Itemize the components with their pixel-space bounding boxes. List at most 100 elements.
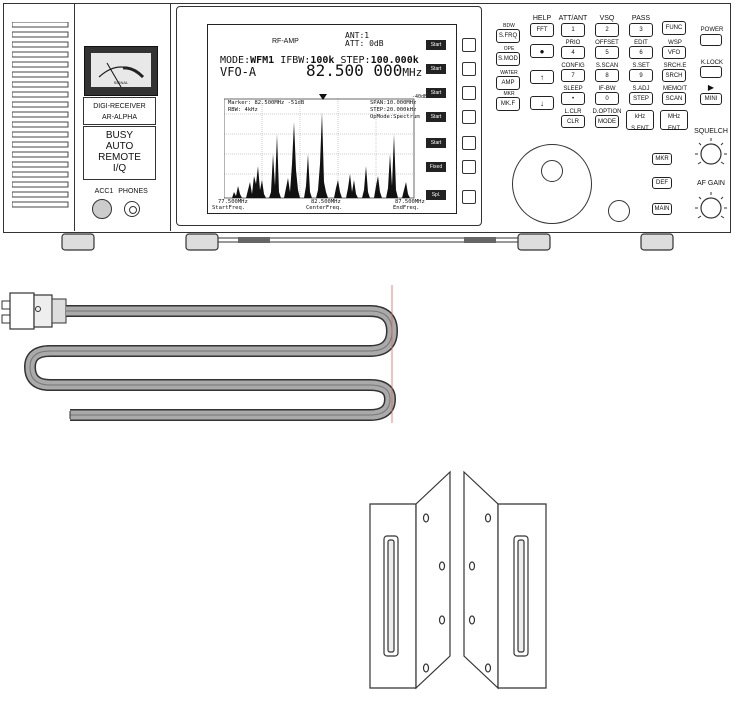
brand-box: DIGI-RECEIVER AR-ALPHA <box>83 97 156 125</box>
rbw-text: RBW: 4kHz <box>228 107 258 113</box>
softkey-label-5: Start <box>426 138 446 148</box>
marker-triangle <box>319 94 327 100</box>
mkr-button[interactable]: MKR <box>652 153 672 165</box>
spectrum-trace <box>224 112 414 198</box>
key-2[interactable]: 2 <box>595 23 619 37</box>
display-screen <box>207 24 457 214</box>
phones-jack[interactable] <box>124 201 140 217</box>
center-freq-label: CenterFreq. <box>306 205 343 211</box>
softkey-button-5[interactable] <box>462 136 476 150</box>
spectrum-plot <box>224 98 415 199</box>
key-vfo[interactable]: VFO <box>662 46 686 59</box>
softkey-button-3[interactable] <box>462 86 476 100</box>
key-mk-f[interactable]: MK.F <box>496 97 520 111</box>
key-d4-top: IF-BW <box>598 86 616 92</box>
softkey-button-6[interactable] <box>462 160 476 174</box>
key-record[interactable]: ● <box>530 44 554 58</box>
key-scan[interactable]: SCAN <box>662 92 686 105</box>
key-srch[interactable]: SRCH <box>662 69 686 82</box>
key-e1-top: PASS <box>631 15 651 22</box>
vfo-text: VFO-A <box>220 65 257 79</box>
softkey-button-7[interactable] <box>462 190 476 204</box>
ifbw-value: 100k <box>310 55 335 66</box>
key-7[interactable]: 7 <box>561 69 585 82</box>
accessory-cable <box>1 285 399 423</box>
key-5[interactable]: 5 <box>595 46 619 59</box>
rack-mount-brackets <box>369 470 547 690</box>
signal-meter: SIGNAL <box>84 46 158 96</box>
span-text: SPAN:10.000MHz <box>370 100 417 106</box>
softkey-button-1[interactable] <box>462 38 476 52</box>
key-0[interactable]: 0 <box>595 92 619 105</box>
key-3[interactable]: 3 <box>629 23 653 37</box>
rf-amp-text: RF-AMP <box>272 38 299 45</box>
key-f4-top: MEMO/T <box>663 86 687 92</box>
screen-bezel <box>176 6 482 226</box>
brand-line2: AR-ALPHA <box>101 114 137 121</box>
phones-label: PHONES <box>118 188 148 195</box>
freq-unit: MHz <box>402 66 423 79</box>
status-box: BUSY AUTO REMOTE I/Q <box>83 126 156 180</box>
freq-value: 82.500 000 <box>306 61 403 80</box>
vent-slots <box>11 21 69 208</box>
key-dot[interactable]: • <box>561 92 585 105</box>
mini-button[interactable]: MINI <box>700 93 722 105</box>
key-func[interactable]: FUNC <box>662 21 686 35</box>
key-s-mod[interactable]: S.MOD <box>496 52 520 66</box>
power-button[interactable] <box>700 34 722 46</box>
key-clr[interactable]: CLR <box>561 115 585 128</box>
key-d3-top: S.SCAN <box>595 63 619 69</box>
ifbw-label: IFBW: <box>280 55 311 66</box>
start-freq-text: 77.500MHz <box>218 199 248 205</box>
key-mhz[interactable]: MHz <box>660 110 688 130</box>
def-button[interactable]: DEF <box>652 177 672 189</box>
marker-text: Marker: 82.500MHz -51dB <box>228 100 305 106</box>
status-remote: REMOTE <box>98 152 141 163</box>
main-button[interactable]: MAIN <box>652 203 672 215</box>
center-freq-text: 82.500MHz <box>311 199 341 205</box>
softkey-label-3: Start <box>426 88 446 98</box>
key-step[interactable]: STEP <box>629 92 653 105</box>
softkey-button-4[interactable] <box>462 110 476 124</box>
divider-left <box>74 3 75 231</box>
power-label: POWER <box>700 27 724 33</box>
key-d2-top: OFFSET <box>595 40 619 46</box>
key-s-frq[interactable]: S.FRQ <box>496 29 520 43</box>
divider-right <box>170 3 171 231</box>
key-8[interactable]: 8 <box>595 69 619 82</box>
key-c3-top: CONFIG <box>561 63 585 69</box>
key-amp[interactable]: AMP <box>496 76 520 90</box>
tuning-dial[interactable] <box>512 144 592 224</box>
key-c4-top: SLEEP <box>563 86 583 92</box>
key-khz[interactable]: kHz <box>626 110 654 130</box>
key-khz-label: kHz <box>634 114 646 120</box>
key-down[interactable]: ↓ <box>530 96 554 110</box>
key-d1-top: VSQ <box>599 15 615 22</box>
key-up[interactable]: ↑ <box>530 70 554 84</box>
key-f3-top: SRCH.E <box>663 63 687 69</box>
key-4[interactable]: 4 <box>561 46 585 59</box>
right-bracket <box>463 470 547 690</box>
key-mhz-sub: ENT <box>668 126 680 132</box>
key-9[interactable]: 9 <box>629 69 653 82</box>
end-freq-label: EndFreq. <box>393 205 420 211</box>
softkey-label-7: Spl. <box>426 190 446 200</box>
softkey-button-2[interactable] <box>462 62 476 76</box>
squelch-label: SQUELCH <box>694 128 728 135</box>
softkey-label-6: Fixed <box>426 162 446 172</box>
key-6[interactable]: 6 <box>629 46 653 59</box>
acc1-jack[interactable] <box>92 199 112 219</box>
squelch-knob[interactable] <box>693 136 729 170</box>
key-1[interactable]: 1 <box>561 23 585 37</box>
key-a1-top: BDW <box>503 23 515 29</box>
mode-value: WFM1 <box>250 55 275 66</box>
small-knob[interactable] <box>608 200 630 222</box>
key-mode[interactable]: MODE <box>595 115 619 128</box>
meter-label: SIGNAL <box>113 80 129 85</box>
brand-line1: DIGI-RECEIVER <box>93 103 146 110</box>
key-fft[interactable]: FFT <box>530 23 554 37</box>
softkey-label-4: Start <box>426 112 446 122</box>
lock-button[interactable] <box>700 66 722 78</box>
af-gain-knob[interactable] <box>693 190 729 226</box>
play-icon: ▶ <box>707 83 715 92</box>
